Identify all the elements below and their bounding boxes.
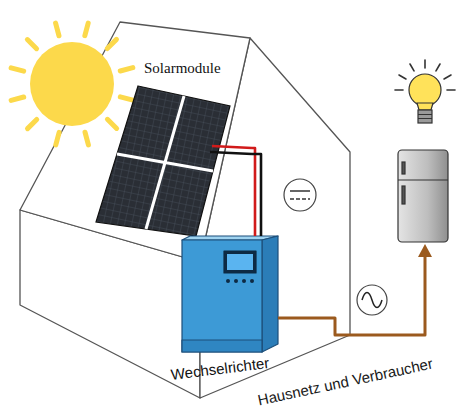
ac-wire <box>278 244 432 335</box>
panel-separator <box>117 96 213 229</box>
dc-symbol <box>284 179 316 211</box>
dc-cable <box>252 148 261 236</box>
inverter-screen <box>224 251 256 273</box>
fridge-body <box>398 150 448 242</box>
ac-symbol <box>357 285 387 315</box>
dc-line <box>290 190 310 192</box>
sun-ray <box>27 40 36 49</box>
inverter-button <box>250 279 254 283</box>
inverter-side <box>262 236 278 352</box>
ac-circle <box>357 285 387 315</box>
dc-wire-red <box>212 146 252 148</box>
dc-circle <box>284 179 316 211</box>
sun-ray <box>56 132 59 145</box>
inverter-display <box>227 254 253 270</box>
bulb-thread <box>418 115 432 119</box>
light-bulb <box>395 60 455 123</box>
fridge-handle <box>402 162 405 174</box>
inverter-label: Wechselrichter <box>149 352 290 386</box>
house <box>20 22 350 398</box>
solar-panels <box>96 86 230 236</box>
sun-ray <box>11 97 24 100</box>
dc-wire-stub <box>210 146 252 154</box>
panel-array <box>96 86 230 236</box>
inverter-front <box>182 240 262 352</box>
inverter-button <box>242 279 246 283</box>
dc-wire <box>252 154 261 236</box>
light-ray <box>424 60 426 68</box>
sun-ray <box>120 97 133 100</box>
inverter-body <box>182 236 278 352</box>
sun-ray <box>107 39 116 48</box>
fridge-handle <box>402 186 405 204</box>
sun-ray <box>107 119 116 128</box>
light-ray <box>399 75 406 79</box>
sun-ray <box>85 132 88 145</box>
fridge-door-line <box>398 179 448 180</box>
light-ray <box>395 89 403 91</box>
sun-ray <box>11 68 24 71</box>
sun-ray <box>28 119 37 128</box>
fridge <box>398 150 448 242</box>
inverter: Wechselrichter <box>150 236 290 400</box>
sun <box>11 23 133 145</box>
sun-ray <box>120 68 133 71</box>
inverter-button <box>234 279 238 283</box>
sun-ray <box>85 23 88 36</box>
dc-wire-black <box>210 152 252 154</box>
ac-sine <box>362 293 382 308</box>
bulb-base <box>418 110 432 123</box>
inverter-button <box>226 279 230 283</box>
dc-wire <box>252 148 255 236</box>
solar-module-label: Solarmodule <box>92 60 252 77</box>
inverter-base <box>182 340 262 352</box>
light-ray <box>436 64 440 71</box>
bulb-neck <box>417 103 433 110</box>
dc-dash <box>290 198 310 200</box>
inverter-housing-space <box>150 236 290 360</box>
solar-module: Solarmodule <box>92 60 252 234</box>
bulb-glass <box>409 74 441 106</box>
ac-wire-arrowhead <box>418 244 432 257</box>
house-roof <box>20 22 250 262</box>
ac-wire-line <box>278 254 425 335</box>
sun-ray <box>56 23 59 36</box>
light-ray <box>444 75 451 79</box>
grid-label: Hausnetz und Verbraucher <box>256 354 434 408</box>
light-ray <box>410 64 414 71</box>
sun-disc <box>30 42 114 126</box>
light-ray <box>447 89 455 91</box>
